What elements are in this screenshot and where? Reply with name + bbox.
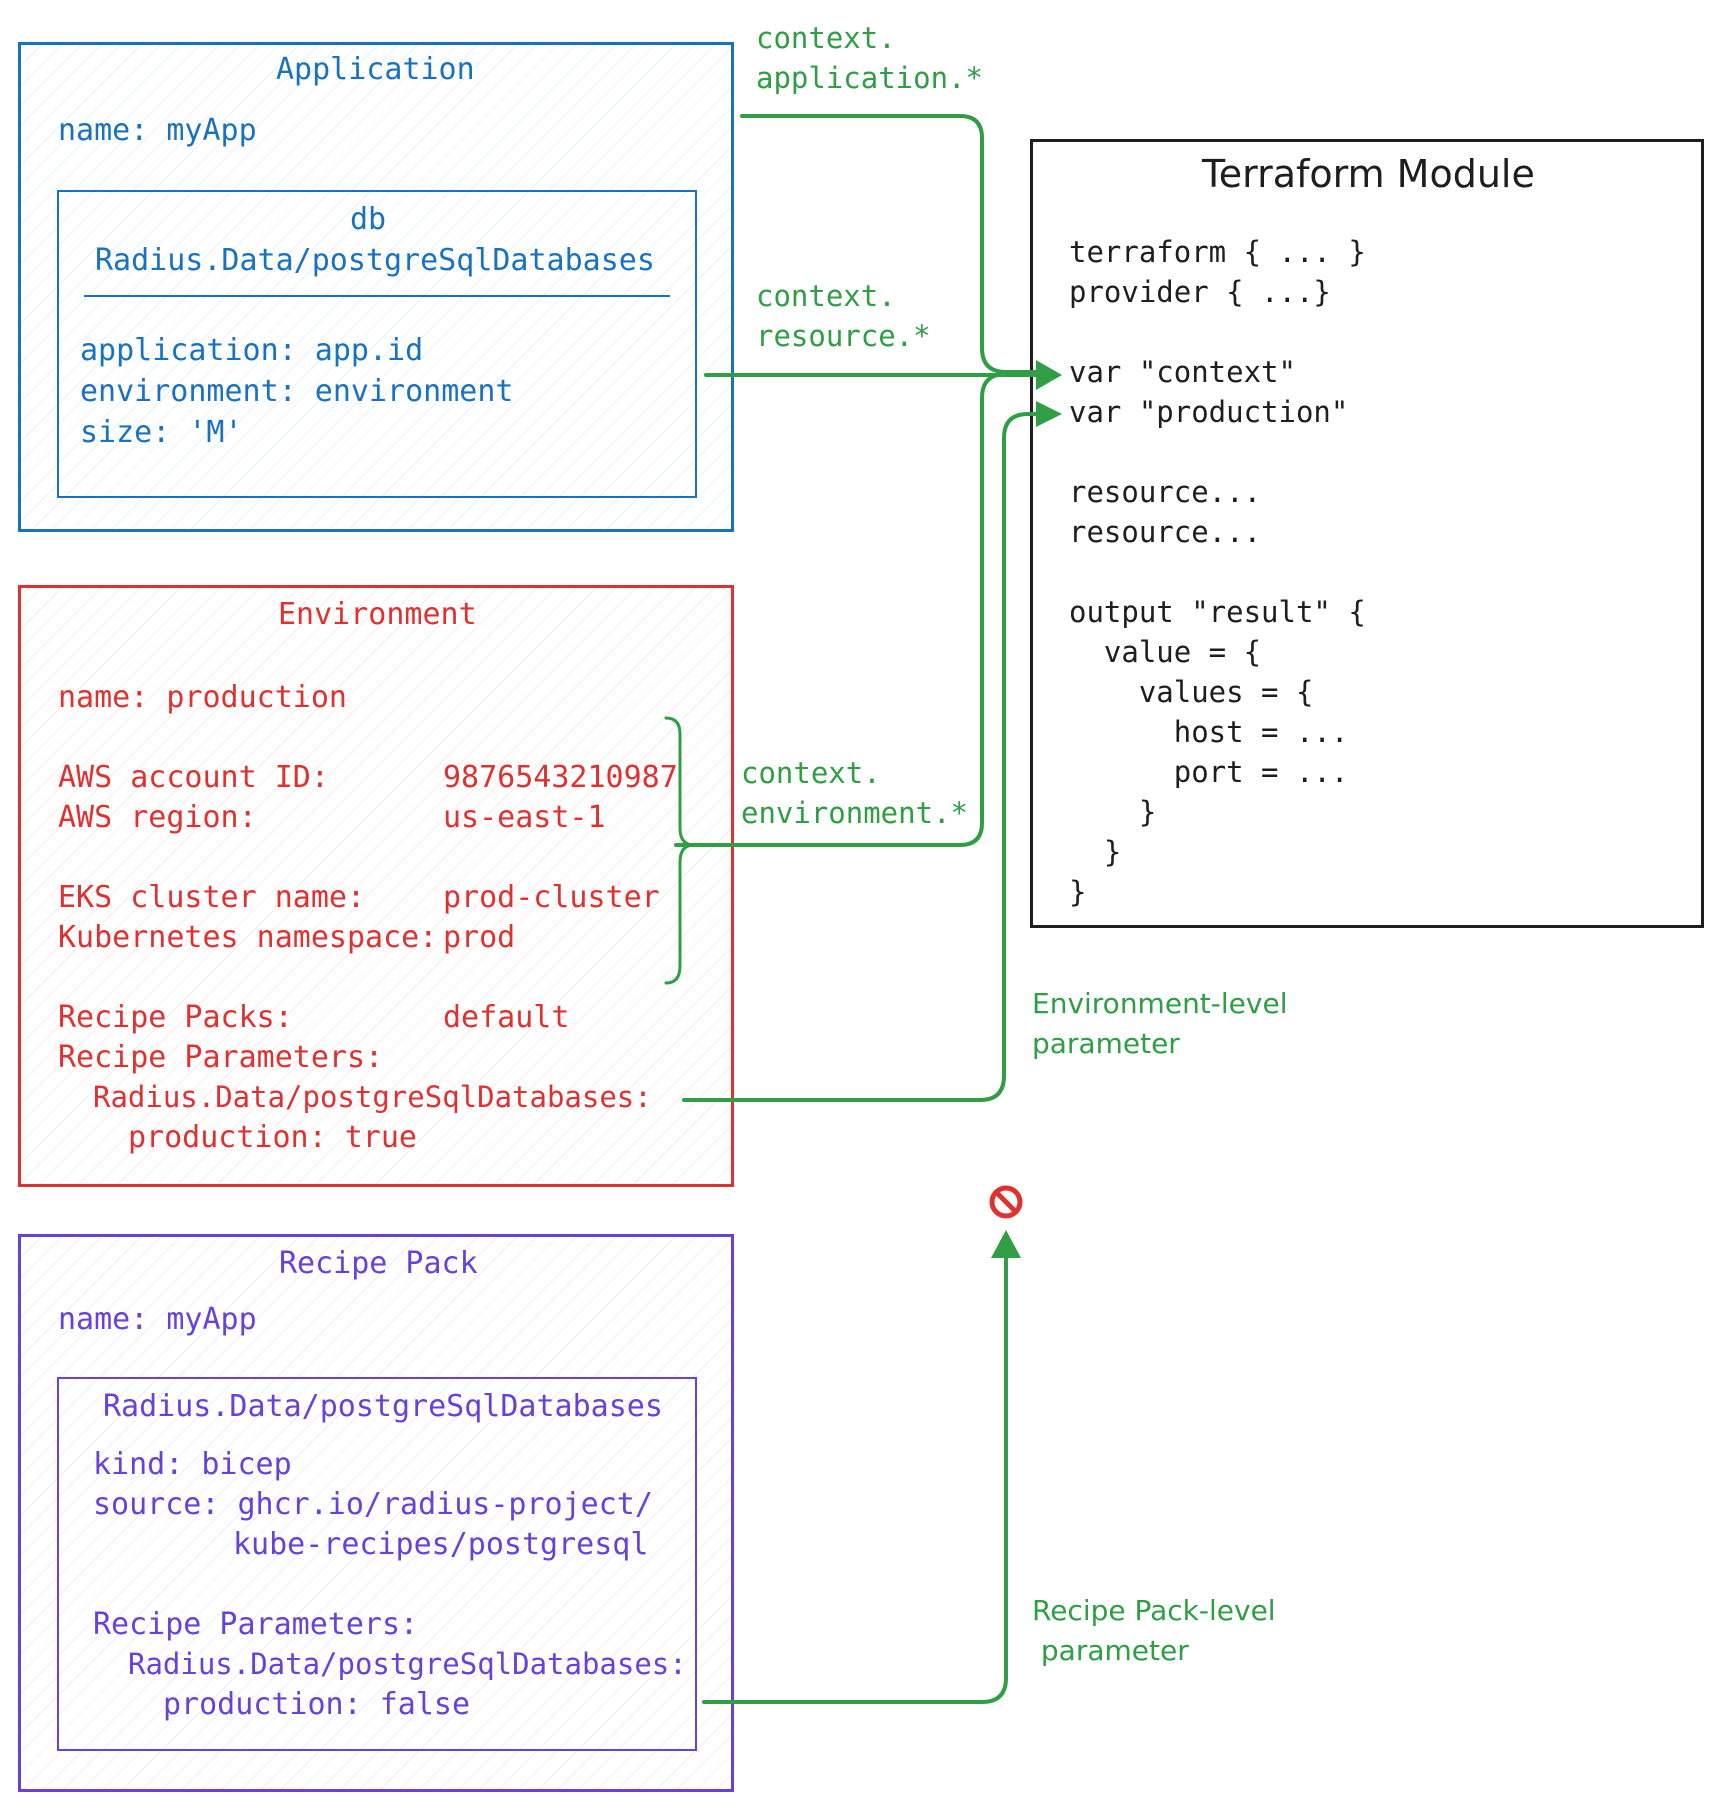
terraform-code-line: port = ... [1069,755,1349,789]
db-prop-environment: environment: environment [80,374,514,409]
terraform-code-line: var "production" [1069,395,1349,429]
terraform-code-line: } [1069,875,1087,909]
terraform-code-line: } [1069,795,1157,829]
recipe-entry-kind: kind: bicep [93,1447,292,1482]
env-row-label: Recipe Packs: [58,1000,293,1035]
application-box [18,42,734,532]
env-row-value: us-east-1 [443,800,606,835]
db-prop-size: size: 'M' [80,415,243,450]
context-environment-label-2: environment.* [741,796,968,830]
application-title: Application [276,52,475,87]
env-row-label: AWS account ID: [58,760,329,795]
env-row-value: default [443,1000,570,1035]
env-row-label: AWS region: [58,800,257,835]
arrowhead-context [1036,360,1062,390]
recipe-pack-parameter-label: Recipe Pack-level [1032,1594,1276,1627]
context-resource-label-2: resource.* [756,319,931,353]
context-application-label-2: application.* [756,61,983,95]
terraform-module-title: Terraform Module [1202,152,1535,196]
db-prop-application: application: app.id [80,333,424,368]
environment-name: name: production [58,680,347,715]
context-environment-connector [674,372,1047,847]
env-row-value: prod-cluster [443,880,660,915]
environment-box [18,585,734,1187]
env-row-label: EKS cluster name: [58,880,366,915]
terraform-code-line: var "context" [1069,355,1296,389]
recipe-entry-box [57,1377,697,1751]
db-resource-name: db [350,202,387,237]
env-row-value: 9876543210987 [443,760,678,795]
recipe-entry-type: Radius.Data/postgreSqlDatabases [103,1389,663,1424]
recipe-pack-parameter-connector [702,1253,1008,1704]
terraform-code-line: host = ... [1069,715,1349,749]
env-row-value: prod [443,920,516,955]
environment-parameter-label-2: parameter [1032,1027,1180,1060]
recipe-entry-params-value: production: false [163,1687,471,1722]
prohibited-icon [988,1184,1024,1220]
db-resource-box [57,190,697,498]
recipe-entry-params-label: Recipe Parameters: [93,1607,419,1642]
environment-title: Environment [278,597,477,632]
recipe-entry-source-cont: kube-recipes/postgresql [233,1527,649,1562]
terraform-code-line: } [1069,835,1122,869]
environment-parameter-label: Environment-level [1032,987,1288,1020]
application-name: name: myApp [58,113,257,148]
recipe-pack-name: name: myApp [58,1302,257,1337]
terraform-module-box [1030,139,1704,928]
environment-parameter-connector [682,412,1047,1102]
env-params-value: production: true [128,1120,417,1155]
terraform-code-line: values = { [1069,675,1314,709]
context-application-label: context. [756,21,896,55]
arrowhead-blocked [991,1230,1021,1258]
terraform-code-line: output "result" { [1069,595,1366,629]
env-row-label: Kubernetes namespace: [58,920,438,955]
recipe-entry-source: source: ghcr.io/radius-project/ [93,1487,653,1522]
recipe-entry-params-type: Radius.Data/postgreSqlDatabases: [128,1647,687,1681]
recipe-pack-title: Recipe Pack [279,1246,478,1281]
terraform-code-line: terraform { ... } [1069,235,1366,269]
context-application-connector [740,114,1047,374]
db-resource-divider [84,295,670,297]
environment-brace [664,716,695,985]
terraform-code-line: provider { ...} [1069,275,1331,309]
env-params-type: Radius.Data/postgreSqlDatabases: [93,1080,652,1114]
recipe-pack-box [18,1234,734,1792]
db-resource-type: Radius.Data/postgreSqlDatabases [95,243,655,278]
env-params-label: Recipe Parameters: [58,1040,384,1075]
arrowhead-production [1036,401,1062,427]
context-environment-label: context. [741,756,881,790]
terraform-code-line: resource... [1069,475,1262,509]
terraform-code-line: resource... [1069,515,1262,549]
terraform-code-line: value = { [1069,635,1262,669]
context-resource-label: context. [756,279,896,313]
recipe-pack-parameter-label-2: parameter [1032,1634,1189,1667]
